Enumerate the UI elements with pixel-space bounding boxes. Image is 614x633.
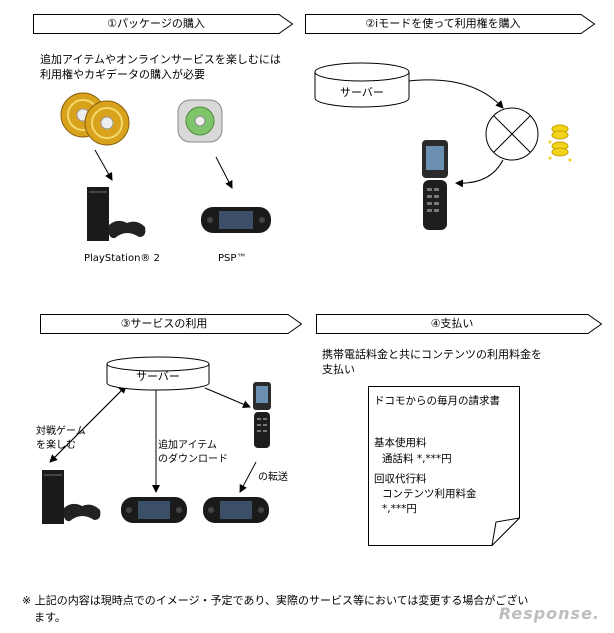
- download-label-line2: のダウンロード: [158, 454, 228, 465]
- psp-device-image: [121, 497, 187, 523]
- umd-to-psp-arrow: [215, 156, 233, 189]
- footer-line2: ます。: [34, 611, 66, 624]
- server-label: サーバー: [340, 86, 384, 99]
- server-cylinder: サーバー: [106, 356, 210, 392]
- banner-arrow-shape: [316, 314, 602, 334]
- response-watermark-logo: Response.: [498, 604, 600, 623]
- banner-package-purchase: ①パッケージの購入: [33, 14, 293, 34]
- banner-label: ①パッケージの購入: [107, 17, 205, 30]
- banner-service-use: ③サービスの利用: [40, 314, 302, 334]
- banner-arrow-shape: [33, 14, 293, 34]
- coins-icon: [548, 124, 572, 162]
- mobile-phone-image: [253, 382, 271, 448]
- versus-game-label-line2: を楽しむ: [36, 440, 76, 451]
- banner-label: ④支払い: [430, 317, 474, 330]
- monthly-bill-note: ドコモからの毎月の請求書 基本使用料 通話料 *,***円 回収代行料 コンテン…: [368, 386, 520, 546]
- bill-title: ドコモからの毎月の請求書: [374, 395, 500, 407]
- psp-label: PSP™: [218, 253, 247, 264]
- ps2-console-image: [42, 470, 101, 524]
- bill-content-fee: コンテンツ利用料金: [382, 488, 477, 500]
- exchange-to-phone-arrow: [455, 159, 504, 188]
- banner-imode-purchase: ②iモードを使って利用権を購入: [305, 14, 595, 34]
- transfer-label: の転送: [258, 472, 288, 483]
- bill-basic-fee: 基本使用料: [374, 437, 427, 449]
- bill-call-fee: 通話料 *,***円: [382, 453, 452, 465]
- phone-to-psp-transfer-arrow: [239, 461, 257, 493]
- banner-label: ③サービスの利用: [120, 317, 208, 330]
- game-discs-image: [60, 92, 130, 146]
- ps2-console-image: [87, 187, 146, 241]
- exchange-circle-icon: [485, 107, 539, 161]
- psp-device-image: [201, 207, 271, 233]
- bill-content-amount: *,***円: [382, 503, 417, 515]
- server-to-phone-arrow: [204, 387, 251, 408]
- server-to-exchange-arrow: [399, 79, 504, 109]
- bill-agency-fee: 回収代行料: [374, 473, 427, 485]
- disc-icon: [84, 100, 130, 146]
- banner-arrow-shape: [40, 314, 302, 334]
- ps2-label: PlayStation® 2: [84, 253, 160, 264]
- footer-line1: ※ 上記の内容は現時点でのイメージ・予定であり、実際のサービス等においては変更す…: [22, 594, 529, 607]
- download-label-line1: 追加アイテム: [158, 440, 217, 451]
- section1-description-line1: 追加アイテムやオンラインサービスを楽しむには: [40, 53, 281, 66]
- banner-payment: ④支払い: [316, 314, 602, 334]
- psp-device-image: [203, 497, 269, 523]
- footer-disclaimer: ※ 上記の内容は現時点でのイメージ・予定であり、実際のサービス等においては変更す…: [22, 592, 582, 626]
- banner-label: ②iモードを使って利用権を購入: [365, 17, 521, 30]
- versus-game-label-line1: 対戦ゲーム: [36, 426, 86, 437]
- payment-description-line1: 携帯電話料金と共にコンテンツの利用料金を: [322, 348, 542, 361]
- server-cylinder: サーバー: [314, 62, 410, 110]
- payment-description-line2: 支払い: [322, 363, 355, 376]
- banner-arrow-shape: [305, 14, 595, 34]
- disc-to-ps2-arrow: [94, 149, 113, 181]
- umd-disc-image: [177, 99, 223, 143]
- section1-description-line2: 利用権やカギデータの購入が必要: [40, 68, 205, 81]
- server-label: サーバー: [136, 370, 180, 383]
- mobile-phone-image: [422, 140, 448, 230]
